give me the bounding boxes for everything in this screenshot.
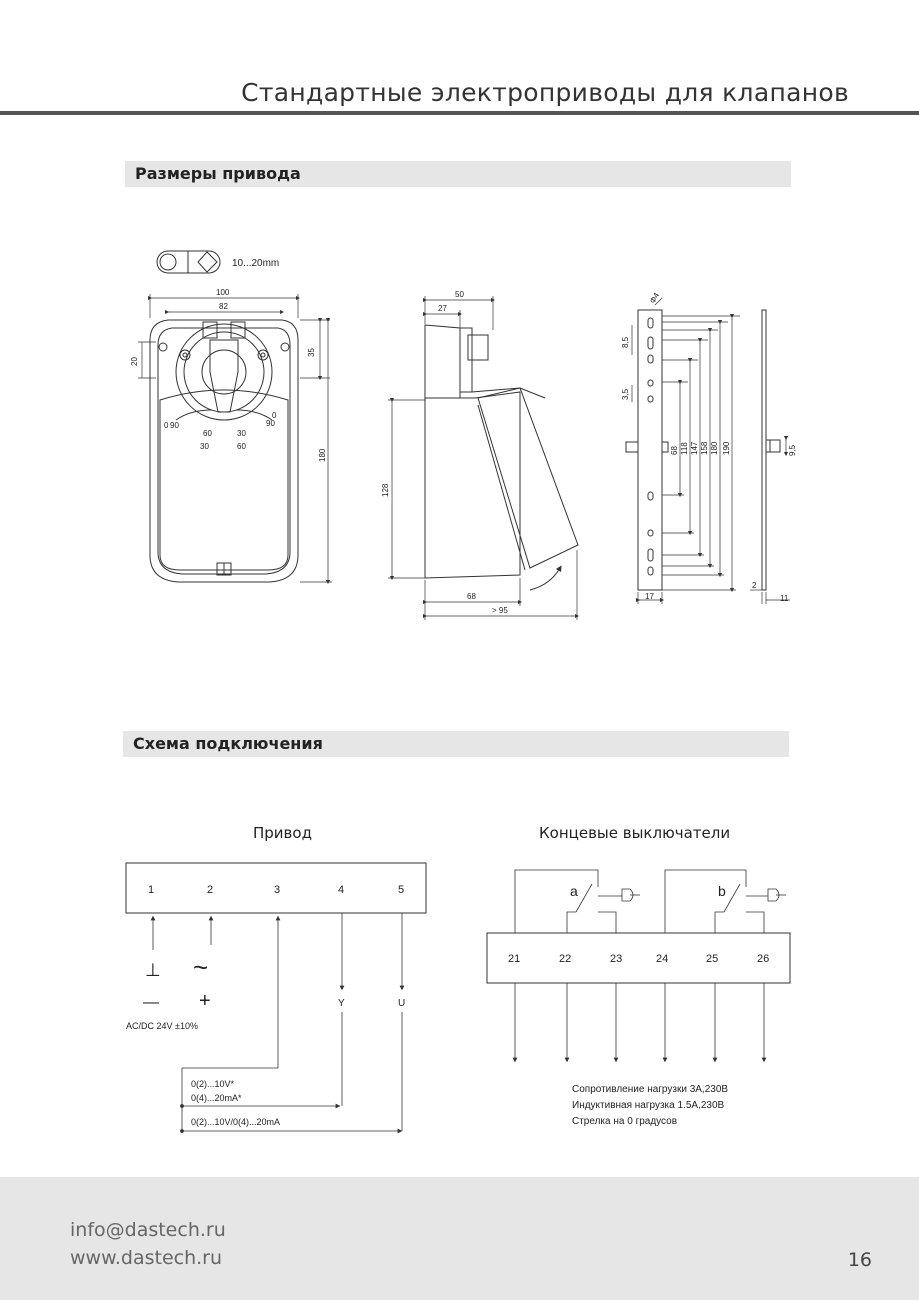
dim-side-body-height: 128 [381,483,390,497]
dim-front-width-inner: 82 [219,302,228,311]
dim-bracket-height-158: 158 [700,441,709,455]
signal-line-1: 0(2)...10V* [191,1079,235,1089]
scale-right-90: 90 [266,419,275,428]
actuator-terminal-3: 3 [274,884,280,896]
technical-drawing: 10...20mm 90 60 30 0 30 60 90 0 100 [125,250,797,1134]
dim-bracket-spacing-top: 8,5 [621,336,630,348]
plate-view [761,309,781,591]
dim-bracket-height-68: 68 [670,446,679,455]
page-number: 16 [847,1249,872,1271]
dim-plate-width: 11 [780,594,789,603]
switch-terminal-24: 24 [656,953,668,965]
dim-side-depth-total: 50 [455,290,464,299]
side-view [424,324,579,591]
actuator-terminal-block [125,862,427,914]
supply-label: AC/DC 24V ±10% [126,1021,198,1031]
u-label: U [398,998,405,1009]
dim-bracket-height-180: 180 [710,441,719,455]
header-divider [0,111,919,115]
footer: info@dastech.ru www.dastech.ru 16 [0,1177,919,1300]
dim-side-depth-part: 27 [438,304,447,313]
scale-left-60: 60 [203,429,212,438]
footer-email-link[interactable]: info@dastech.ru [70,1219,226,1241]
actuator-terminal-4: 4 [338,884,344,896]
section-wiring-title: Схема подключения [123,731,789,757]
dim-front-left-offset: 20 [130,357,139,366]
scale-right-30: 30 [237,429,246,438]
switch-terminal-block [486,932,791,984]
dim-front-height: 180 [318,448,327,462]
section-dimensions-title: Размеры привода [125,161,791,187]
actuator-terminal-2: 2 [207,884,213,896]
plus-icon: + [199,990,211,1012]
dim-bracket-spacing-mid: 3,5 [621,388,630,400]
switch-terminal-26: 26 [757,953,769,965]
switches-caption: Концевые выключатели [539,824,730,842]
bracket-view [625,309,669,591]
dim-side-min-clearance: > 95 [492,606,508,615]
dim-front-top-offset: 35 [307,348,316,357]
dim-bracket-hole: Φ4 [648,291,661,305]
dim-plate-thickness: 2 [752,581,757,590]
note-load-resistance: Сопротивление нагрузки 3A,230B [572,1084,728,1095]
dim-side-body-depth: 68 [467,592,476,601]
signal-line-3: 0(2)...10V/0(4)...20mA [191,1117,280,1127]
switch-terminal-23: 23 [610,953,622,965]
scale-left-90: 90 [170,421,179,430]
switch-b-label: b [718,883,726,899]
note-arrow-zero: Стрелка на 0 градусов [572,1116,677,1127]
y-label: Y [338,998,345,1009]
shaft-symbol [156,250,221,274]
ground-icon: ⊥ [145,960,161,980]
actuator-terminal-5: 5 [398,884,404,896]
scale-right-60: 60 [237,442,246,451]
switch-terminal-21: 21 [508,953,520,965]
switch-a-label: a [570,883,578,899]
switch-terminal-22: 22 [559,953,571,965]
dim-plate-tab: 9,5 [788,444,797,456]
dim-bracket-height-118: 118 [680,442,689,455]
actuator-caption: Привод [253,824,312,842]
minus-icon: — [143,994,159,1011]
ac-icon: ~ [193,952,208,982]
scale-left-0: 0 [164,421,169,430]
footer-website-link[interactable]: www.dastech.ru [70,1247,223,1269]
signal-line-2: 0(4)...20mA* [191,1093,242,1103]
actuator-terminal-1: 1 [148,884,154,896]
actuator-wires [150,913,405,1134]
switch-contacts [512,869,786,1063]
scale-right-0: 0 [272,411,277,420]
switch-terminal-25: 25 [706,953,718,965]
page-title: Стандартные электроприводы для клапанов [241,78,849,107]
front-view [149,319,299,583]
note-inductive-load: Индуктивная нагрузка 1.5A,230B [572,1100,725,1111]
dim-bracket-width: 17 [645,592,654,601]
dim-bracket-height-147: 147 [690,441,699,455]
dim-front-width-outer: 100 [216,288,230,297]
dim-bracket-height-190: 190 [722,441,731,455]
scale-left-30: 30 [200,442,209,451]
shaft-range-label: 10...20mm [232,258,279,269]
